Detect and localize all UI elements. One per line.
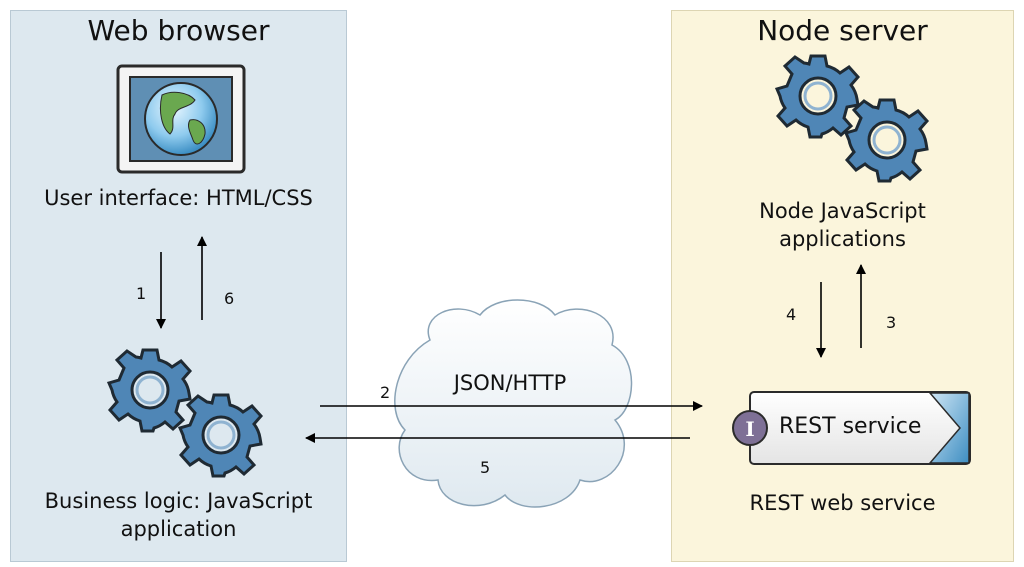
rest-service-icon: I [732, 391, 971, 465]
business-logic-label-line2: application [120, 517, 237, 541]
step-2-label: 2 [380, 383, 391, 402]
cloud-icon [394, 299, 633, 508]
node-apps-label-line1: Node JavaScript [759, 199, 926, 223]
step-1-label: 1 [136, 284, 147, 303]
gears-icon [106, 348, 264, 478]
step-4-label: 4 [786, 305, 797, 324]
user-interface-label: User interface: HTML/CSS [44, 186, 313, 210]
rest-service-box-label: REST service [779, 414, 922, 439]
gears-icon [774, 54, 930, 183]
web-browser-title: Web browser [87, 14, 270, 47]
node-server-title: Node server [757, 14, 928, 47]
json-http-label: JSON/HTTP [453, 371, 567, 395]
step-3-label: 3 [886, 313, 897, 332]
step-6-label: 6 [224, 289, 235, 308]
node-apps-label-line2: applications [779, 227, 906, 251]
rest-web-service-label: REST web service [749, 491, 936, 515]
svg-text:I: I [745, 417, 754, 441]
step-5-label: 5 [480, 458, 491, 477]
monitor-globe-icon [116, 64, 246, 174]
business-logic-label-line1: Business logic: JavaScript [44, 489, 313, 513]
